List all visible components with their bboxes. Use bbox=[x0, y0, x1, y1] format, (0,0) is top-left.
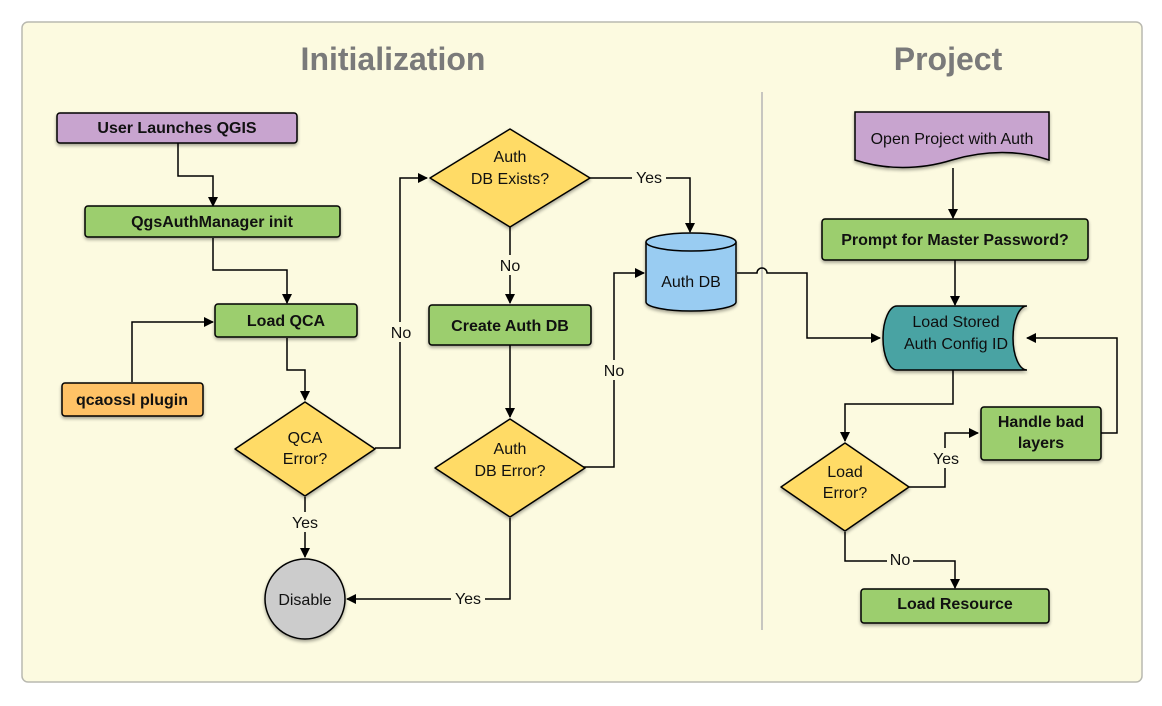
edge-loadstored-to-loaderror bbox=[840, 370, 954, 442]
node-qcaossl-plugin: qcaossl plugin bbox=[61, 382, 204, 417]
svg-text:Load QCA: Load QCA bbox=[247, 313, 326, 330]
node-auth-db: Auth DB bbox=[645, 232, 737, 312]
svg-text:QgsAuthManager init: QgsAuthManager init bbox=[131, 214, 293, 231]
edge-handle-to-loadstored bbox=[1026, 333, 1118, 434]
node-handle-bad-layers: Handle bad layers bbox=[980, 406, 1102, 461]
edge-plugin-to-loadqca bbox=[131, 317, 214, 382]
edge-loadqca-to-qcaerror bbox=[286, 338, 310, 401]
node-authmanager-init: QgsAuthManager init bbox=[84, 205, 341, 238]
svg-text:Create Auth DB: Create Auth DB bbox=[451, 318, 569, 335]
node-prompt-master-password: Prompt for Master Password? bbox=[821, 218, 1089, 261]
edge-dberror-yes-disable bbox=[346, 518, 511, 604]
node-load-stored-auth-config: Load Stored Auth Config ID bbox=[882, 305, 1028, 371]
svg-text:DB Exists?: DB Exists? bbox=[471, 171, 549, 188]
svg-text:DB Error?: DB Error? bbox=[474, 463, 545, 480]
svg-text:qcaossl plugin: qcaossl plugin bbox=[76, 392, 188, 409]
edge-label-db-error-no: No bbox=[601, 360, 627, 380]
node-qca-error: QCA Error? bbox=[234, 401, 376, 497]
svg-text:Error?: Error? bbox=[283, 451, 328, 468]
node-auth-db-exists: Auth DB Exists? bbox=[429, 128, 591, 228]
svg-text:layers: layers bbox=[1018, 435, 1064, 452]
node-disable: Disable bbox=[264, 558, 346, 640]
edge-label-load-error-no: No bbox=[887, 550, 913, 570]
svg-text:Load: Load bbox=[827, 464, 863, 481]
svg-text:Auth Config ID: Auth Config ID bbox=[904, 336, 1008, 353]
edge-label-load-error-yes: Yes bbox=[929, 448, 963, 468]
section-title-initialization: Initialization bbox=[301, 41, 486, 77]
svg-text:Yes: Yes bbox=[933, 451, 959, 468]
svg-text:Yes: Yes bbox=[636, 170, 662, 187]
svg-text:Open Project with Auth: Open Project with Auth bbox=[871, 131, 1034, 148]
svg-text:Disable: Disable bbox=[278, 592, 331, 609]
edge-launch-to-init bbox=[177, 143, 218, 207]
svg-text:Load Stored: Load Stored bbox=[912, 314, 999, 331]
svg-text:Auth: Auth bbox=[494, 441, 527, 458]
svg-text:Auth: Auth bbox=[494, 149, 527, 166]
edge-qcaerror-no-dbexists bbox=[375, 173, 428, 449]
node-load-resource: Load Resource bbox=[860, 588, 1050, 624]
edge-label-db-exists-no: No bbox=[497, 255, 523, 275]
svg-text:No: No bbox=[890, 552, 911, 569]
edge-init-to-loadqca bbox=[212, 238, 292, 304]
node-user-launches-qgis: User Launches QGIS bbox=[56, 112, 298, 144]
section-title-project: Project bbox=[894, 41, 1003, 77]
svg-text:Handle bad: Handle bad bbox=[998, 414, 1084, 431]
svg-text:Yes: Yes bbox=[455, 591, 481, 608]
edge-label-qca-error-no: No bbox=[388, 322, 414, 342]
svg-text:No: No bbox=[500, 258, 521, 275]
svg-text:Prompt for Master Password?: Prompt for Master Password? bbox=[841, 232, 1069, 249]
svg-text:No: No bbox=[391, 325, 412, 342]
edge-label-db-error-yes: Yes bbox=[451, 589, 485, 609]
edge-dbexists-yes-authdb bbox=[588, 177, 695, 233]
svg-text:No: No bbox=[604, 363, 625, 380]
svg-text:Load Resource: Load Resource bbox=[897, 596, 1013, 613]
svg-text:Auth DB: Auth DB bbox=[661, 274, 721, 291]
svg-text:QCA: QCA bbox=[288, 430, 323, 447]
edge-authdb-to-loadstored bbox=[737, 267, 881, 343]
node-load-error: Load Error? bbox=[780, 442, 910, 532]
node-open-project: Open Project with Auth bbox=[854, 111, 1050, 169]
node-auth-db-error: Auth DB Error? bbox=[434, 418, 586, 518]
edge-label-db-exists-yes: Yes bbox=[632, 168, 666, 188]
svg-text:Yes: Yes bbox=[292, 515, 318, 532]
svg-text:User Launches QGIS: User Launches QGIS bbox=[97, 120, 256, 137]
edge-label-qca-error-yes: Yes bbox=[288, 512, 322, 532]
node-load-qca: Load QCA bbox=[214, 303, 358, 338]
node-create-auth-db: Create Auth DB bbox=[428, 304, 592, 346]
svg-text:Error?: Error? bbox=[823, 485, 868, 502]
